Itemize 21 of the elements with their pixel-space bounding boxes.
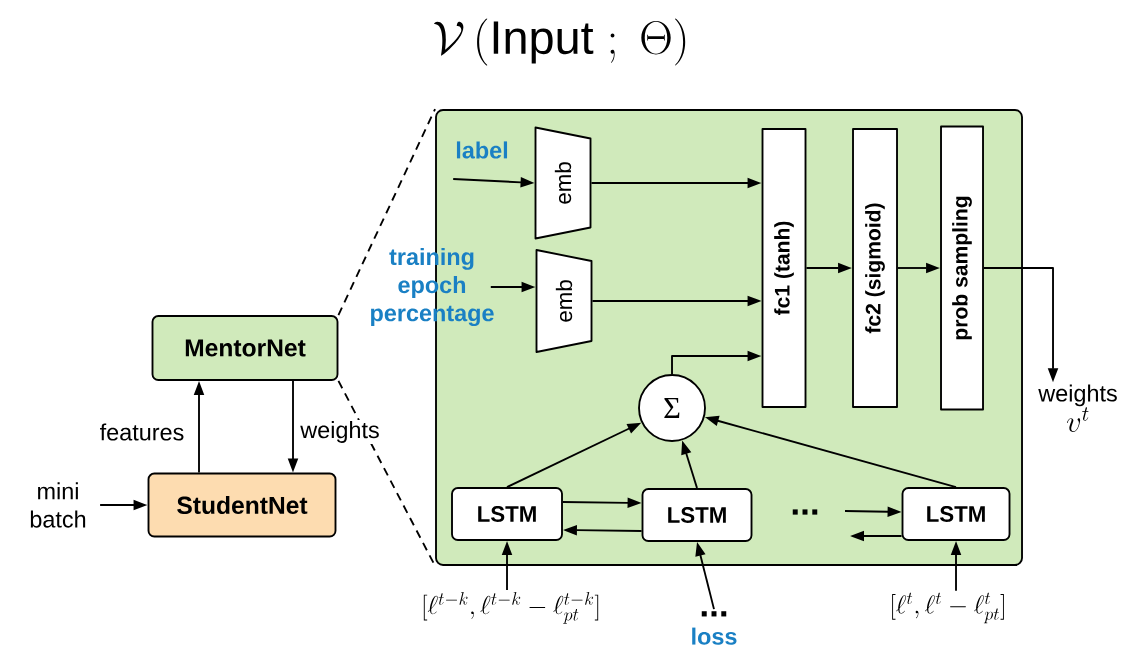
layer-box: fc1 (tanh) [761,128,807,408]
embedding-trapezoid: emb [534,126,592,240]
loss-formula: $[\ell^{t-k}, \ell^{t-k} - \ell^{t-k}_{pt}]$ [423,592,599,624]
title: $\mathcal{V}\,(\mathrm{Input}\;;\;\Theta)$ [434,18,686,66]
output-label: weights $v^{t}$ [1038,384,1117,432]
loss-label: ... loss [692,611,737,645]
input-label: label [456,141,508,159]
edge-label: features [98,422,186,442]
zoom-line [337,108,436,316]
network-box: StudentNet [147,472,337,538]
lstm-box: LSTM [901,487,1011,541]
ellipsis: ... [792,509,818,515]
layer-box: prob sampling [940,125,984,411]
lstm-box: LSTM [451,487,563,541]
layer-box: fc2 (sigmoid) [852,128,898,408]
embedding-trapezoid: emb [535,249,593,353]
edge-label: weights [299,419,381,445]
network-box: MentorNet [151,315,339,381]
loss-formula: $[\ell^{t}, \ell^{t} - \ell^{t}_{pt}]$ [892,592,1004,624]
input-label: mini batch [30,482,86,528]
lstm-box: LSTM [641,488,753,542]
